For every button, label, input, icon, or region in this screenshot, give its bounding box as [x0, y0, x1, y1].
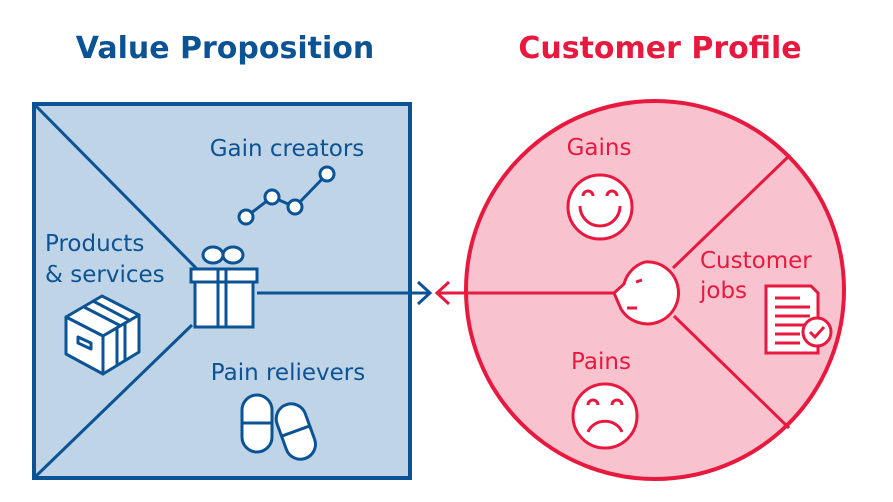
arrow-left-icon — [434, 280, 451, 306]
products-label-1: Products — [45, 231, 144, 257]
head-icon — [612, 260, 680, 326]
frown-icon — [571, 382, 639, 450]
gift-icon — [189, 245, 259, 329]
smile-icon — [566, 173, 634, 241]
pains-label: Pains — [571, 349, 631, 375]
arrow-right-icon — [416, 280, 433, 306]
customer-profile-title: Customer Profile — [518, 31, 801, 66]
pain-relievers-label: Pain relievers — [211, 360, 365, 386]
gain-creators-label: Gain creators — [210, 136, 365, 162]
value-proposition-title: Value Proposition — [76, 31, 374, 66]
customer-jobs-label-2: jobs — [699, 278, 747, 304]
box-icon — [64, 294, 141, 376]
gains-label: Gains — [567, 135, 632, 161]
pills-icon — [240, 393, 317, 461]
line-chart-icon — [237, 165, 336, 226]
products-label-2: & services — [45, 262, 165, 288]
customer-jobs-label-1: Customer — [700, 248, 812, 274]
document-check-icon — [764, 284, 833, 355]
